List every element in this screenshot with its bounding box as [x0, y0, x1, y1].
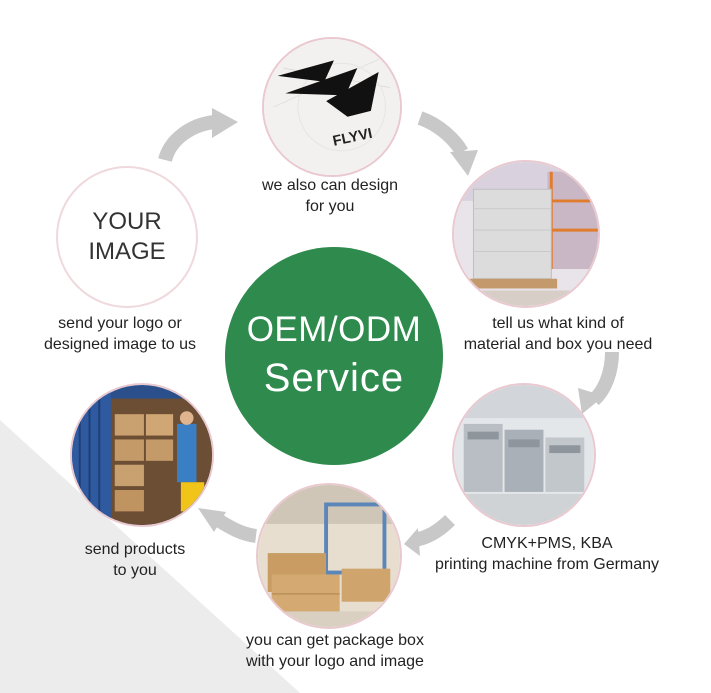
package-label: you can get package box with your logo a… — [200, 630, 470, 672]
arrowhead-3 — [578, 388, 604, 414]
printing-label-line2: printing machine from Germany — [434, 556, 660, 573]
material-label-line1: tell us what kind of — [492, 315, 624, 332]
container-loading-photo — [72, 385, 212, 525]
design-bubble: FLYVI — [262, 37, 402, 177]
center-circle: OEM/ODM Service — [225, 247, 443, 465]
arrowhead-5 — [198, 508, 226, 532]
printing-label-line1: CMYK+PMS, KBA — [481, 535, 613, 552]
shipping-label-line1: send products — [84, 541, 186, 558]
packaging-photo — [258, 485, 400, 627]
center-title-line2: Service — [263, 356, 405, 400]
shipping-bubble — [70, 383, 214, 527]
shipping-label-line2: to you — [113, 562, 157, 579]
design-label-line1: we also can design — [261, 177, 399, 194]
arrow-image-to-design — [158, 115, 216, 163]
arrowhead-4 — [404, 528, 420, 556]
package-label-line1: you can get package box — [246, 632, 424, 649]
arrowhead-2 — [450, 150, 478, 176]
material-label: tell us what kind of material and box yo… — [440, 313, 676, 355]
package-label-line2: with your logo and image — [246, 653, 424, 670]
your-image-placeholder: YOUR IMAGE — [58, 168, 196, 306]
center-title-line1: OEM/ODM — [246, 310, 422, 349]
your-image-bubble: YOUR IMAGE — [56, 166, 198, 308]
image-label-line2: designed image to us — [43, 336, 197, 353]
printing-bubble — [452, 383, 596, 527]
package-bubble — [256, 483, 402, 629]
warehouse-photo — [454, 162, 598, 306]
placeholder-line2: IMAGE — [88, 238, 166, 265]
placeholder-line1: YOUR — [92, 208, 162, 235]
image-label-line1: send your logo or — [58, 315, 182, 332]
arrow-package-to-ship — [214, 513, 258, 543]
design-label-line2: for you — [305, 198, 355, 215]
printing-machine-photo — [454, 385, 594, 525]
material-bubble — [452, 160, 600, 308]
arrowhead-1 — [212, 108, 238, 138]
image-label: send your logo or designed image to us — [10, 313, 230, 355]
shipping-label: send products to you — [60, 539, 210, 581]
arrow-material-to-print — [588, 351, 619, 406]
material-label-line2: material and box you need — [463, 336, 653, 353]
arrow-design-to-material — [417, 111, 469, 156]
design-sketch-image: FLYVI — [264, 39, 400, 175]
design-label: we also can design for you — [230, 175, 430, 217]
printing-label: CMYK+PMS, KBA printing machine from Germ… — [412, 533, 682, 575]
